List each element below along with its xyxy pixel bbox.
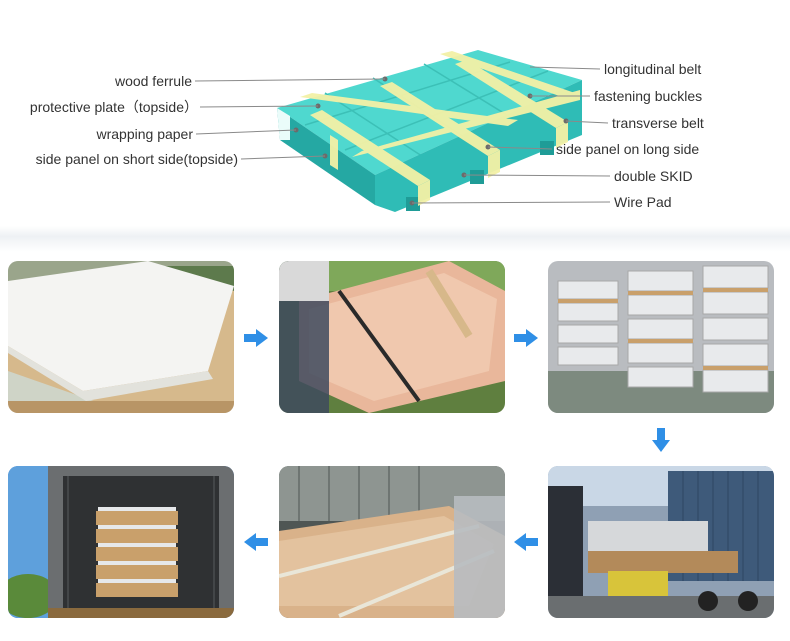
photo-warehouse-stacks (548, 261, 774, 413)
photo-sheets-in-container (279, 466, 505, 618)
label-side-panel-short: side panel on short side(topside) (35, 151, 238, 167)
package-illustration (194, 50, 611, 212)
label-wire-pad: Wire Pad (614, 194, 672, 210)
label-double-skid: double SKID (614, 168, 693, 184)
label-side-panel-long: side panel on long side (556, 141, 700, 157)
photo-aluminum-sheet-on-pallet (8, 261, 234, 413)
leader-lines (194, 66, 611, 204)
blue-arrow-icon (244, 329, 268, 347)
photo-container-loaded (8, 466, 234, 618)
blue-arrow-icon (514, 533, 538, 551)
label-wood-ferrule: wood ferrule (114, 73, 192, 89)
transverse-belt (310, 110, 430, 186)
label-protective-plate: protective plate（topside） (29, 99, 198, 115)
label-longitudinal-belt: longitudinal belt (604, 61, 702, 77)
photo-wrapping-and-strapping (279, 261, 505, 413)
section-divider (0, 226, 790, 252)
photo-forklift-loading-truck (548, 466, 774, 618)
blue-arrow-icon (514, 329, 538, 347)
longitudinal-belt (300, 93, 518, 126)
blue-arrow-icon (652, 428, 670, 452)
blue-arrow-icon (244, 533, 268, 551)
label-fastening-buckles: fastening buckles (594, 88, 703, 104)
label-transverse-belt: transverse belt (612, 115, 704, 131)
packaging-diagram: wood ferrule protective plate（topside） w… (0, 0, 790, 228)
label-wrapping-paper: wrapping paper (96, 126, 193, 142)
